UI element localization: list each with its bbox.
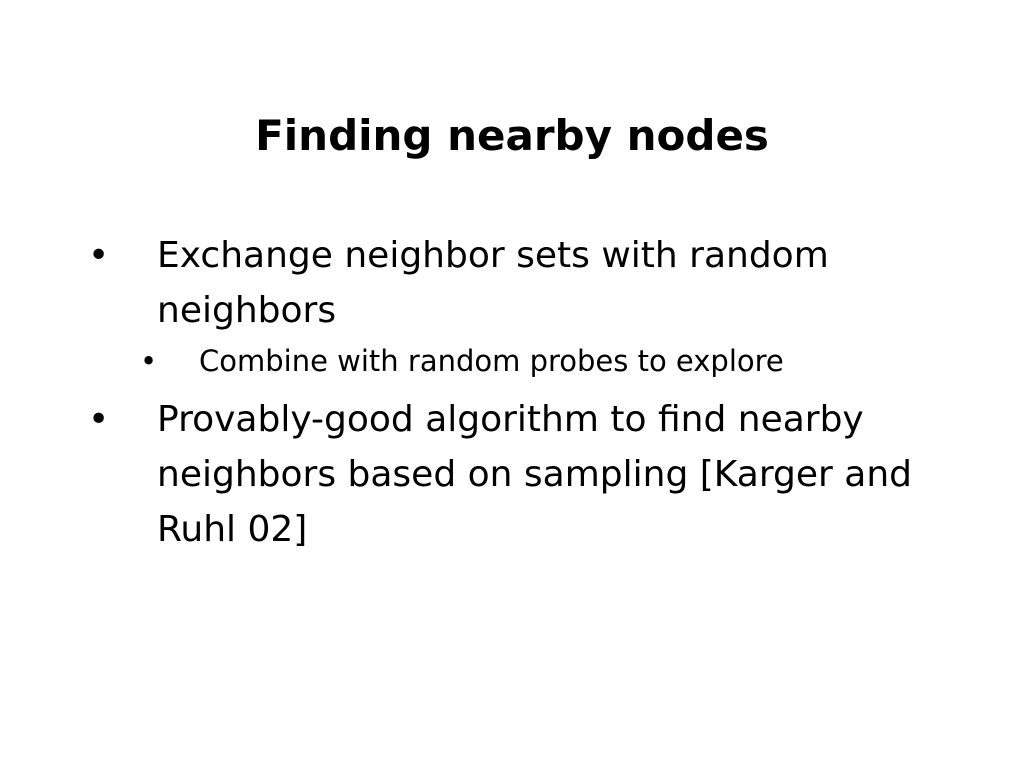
bullet-list: • Exchange neighbor sets with random nei… xyxy=(0,228,1024,557)
sub-bullet-item: • Combine with random probes to explore xyxy=(0,338,1024,384)
sub-bullet-marker: • xyxy=(140,344,158,378)
slide-title: Finding nearby nodes xyxy=(255,111,769,160)
bullet-marker: • xyxy=(88,399,110,440)
bullet-item: • Exchange neighbor sets with random nei… xyxy=(0,228,1024,338)
sub-bullet-text: Combine with random probes to explore xyxy=(199,344,784,378)
bullet-item: • Provably-good algorithm to find nearby… xyxy=(0,392,1024,557)
bullet-text: Exchange neighbor sets with random neigh… xyxy=(157,235,829,331)
bullet-marker: • xyxy=(88,235,110,276)
bullet-text: Provably-good algorithm to find nearby n… xyxy=(157,399,912,550)
